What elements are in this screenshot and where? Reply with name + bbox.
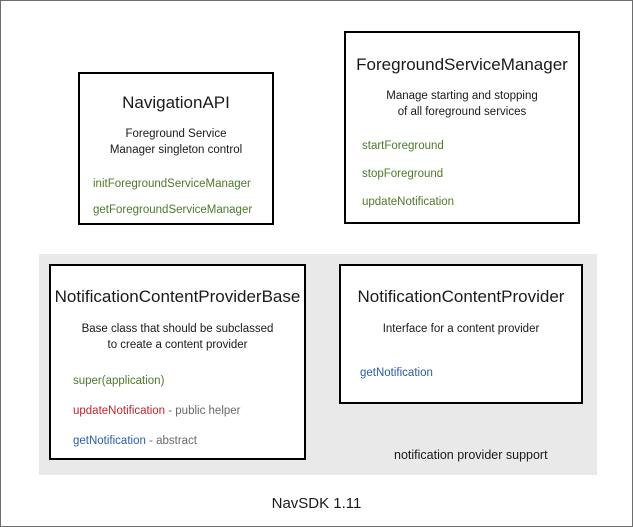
class-description-notification-content-provider: Interface for a content provider: [341, 322, 581, 337]
method-item: updateNotification - public helper: [73, 405, 304, 419]
class-title-notification-content-provider: NotificationContentProvider: [357, 287, 565, 306]
method-note: - abstract: [145, 434, 198, 447]
class-description-line: Interface for a content provider: [382, 323, 540, 336]
method-name: getNotification: [73, 434, 146, 447]
class-description-line: Foreground Service: [125, 128, 227, 141]
method-note: - public helper: [165, 404, 241, 417]
method-list-notification-content-provider: getNotification: [341, 367, 581, 381]
method-list-foreground-service-manager: startForeground stopForeground updateNot…: [346, 140, 578, 209]
class-description-line: Manage starting and stopping: [386, 90, 538, 103]
method-item: initForegroundServiceManager: [93, 178, 272, 192]
class-box-notification-content-provider-base: NotificationContentProviderBase Base cla…: [49, 264, 306, 460]
method-item: getNotification - abstract: [73, 435, 304, 449]
method-item: getForegroundServiceManager: [93, 204, 272, 218]
method-name: stopForeground: [362, 167, 444, 180]
method-name: startForeground: [362, 139, 444, 152]
class-description-line: to create a content provider: [107, 338, 248, 351]
method-name: updateNotification: [362, 195, 455, 208]
class-title-foreground-service-manager: ForegroundServiceManager: [356, 55, 568, 74]
method-item: startForeground: [362, 140, 578, 154]
class-box-navigation-api: NavigationAPI Foreground Service Manager…: [78, 72, 274, 225]
class-title-navigation-api: NavigationAPI: [122, 93, 230, 112]
class-title-notification-content-provider-base: NotificationContentProviderBase: [54, 287, 301, 306]
method-name: initForegroundServiceManager: [93, 177, 251, 190]
class-description-line: of all foreground services: [397, 105, 527, 118]
method-item: updateNotification: [362, 196, 578, 210]
class-box-notification-content-provider: NotificationContentProvider Interface fo…: [339, 264, 583, 404]
class-description-notification-content-provider-base: Base class that should be subclassed to …: [51, 322, 304, 353]
method-name: getNotification: [360, 366, 433, 379]
notification-provider-support-label: notification provider support: [394, 448, 548, 462]
class-description-foreground-service-manager: Manage starting and stopping of all fore…: [346, 89, 578, 120]
diagram-footer-caption: NavSDK 1.11: [271, 495, 362, 512]
method-list-notification-content-provider-base: super(application) updateNotification - …: [51, 375, 304, 448]
method-list-navigation-api: initForegroundServiceManager getForegrou…: [80, 178, 272, 218]
class-description-navigation-api: Foreground Service Manager singleton con…: [80, 127, 272, 158]
method-item: getNotification: [360, 367, 581, 381]
method-name: updateNotification: [73, 404, 166, 417]
class-description-line: Base class that should be subclassed: [81, 323, 274, 336]
method-name: super(application): [73, 374, 165, 387]
class-box-foreground-service-manager: ForegroundServiceManager Manage starting…: [344, 31, 580, 224]
method-item: stopForeground: [362, 168, 578, 182]
method-name: getForegroundServiceManager: [93, 203, 253, 216]
method-item: super(application): [73, 375, 304, 389]
class-description-line: Manager singleton control: [109, 143, 243, 156]
